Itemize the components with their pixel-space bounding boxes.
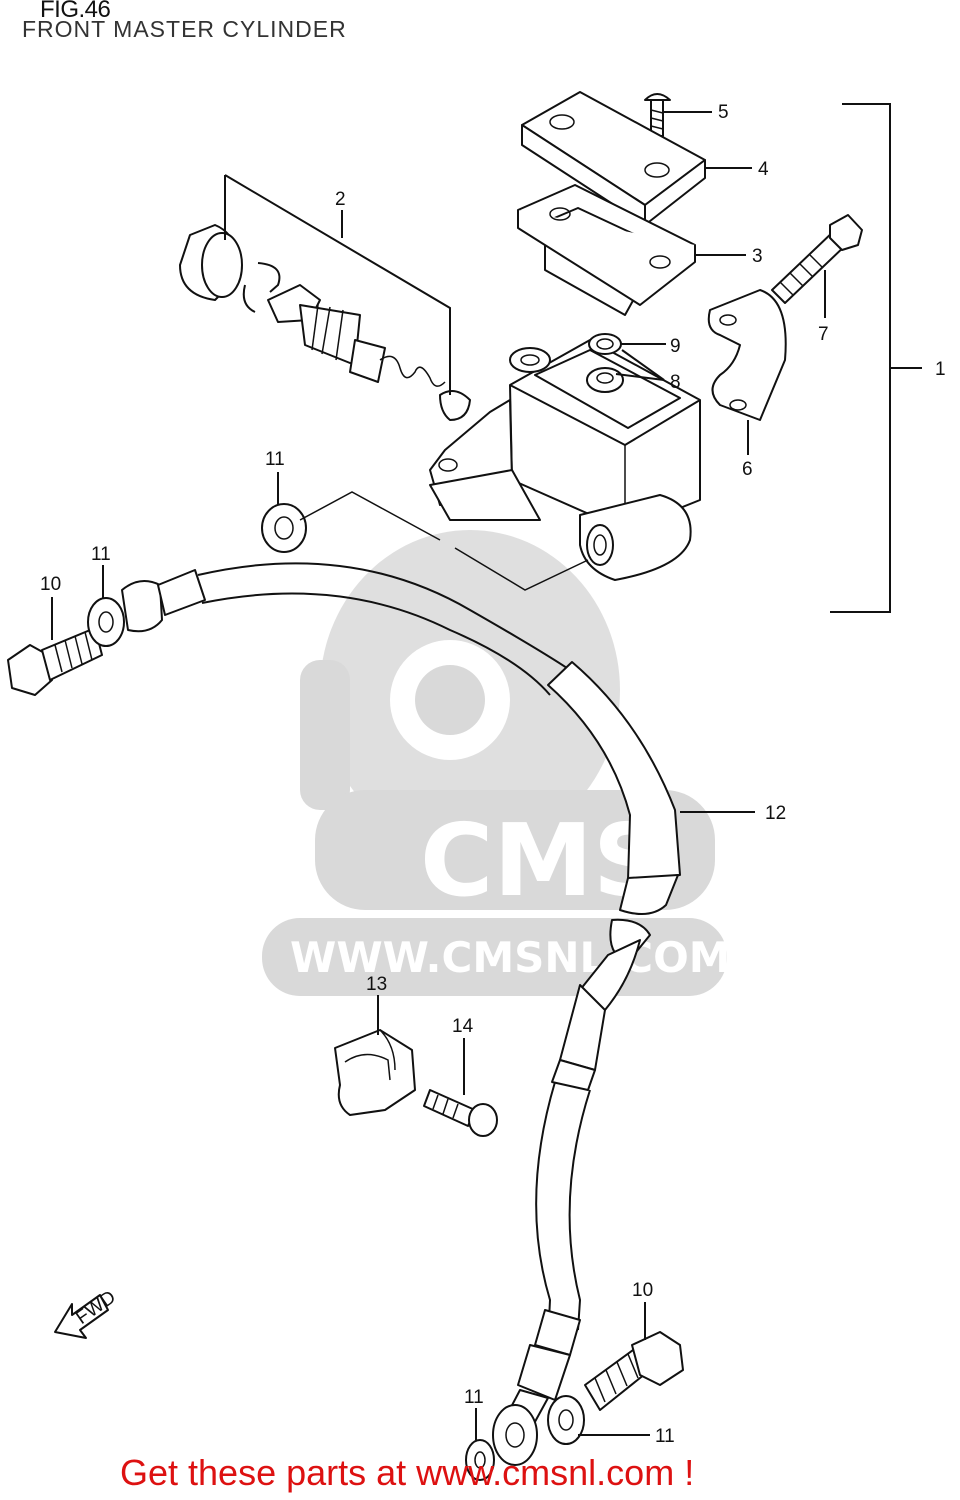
leader-8 bbox=[615, 349, 665, 381]
callout-10-lower: 10 bbox=[632, 1280, 653, 1301]
callout-11-upper: 11 bbox=[265, 449, 285, 470]
callout-1: 1 bbox=[935, 359, 946, 380]
callout-3: 3 bbox=[752, 246, 763, 267]
part-9-o-ring bbox=[588, 333, 622, 355]
part-5-screw bbox=[644, 93, 671, 137]
callout-5: 5 bbox=[718, 102, 729, 123]
callout-6: 6 bbox=[742, 459, 753, 480]
part-3-diaphragm bbox=[517, 184, 696, 316]
leader-2 bbox=[224, 174, 451, 395]
figure-number: FIG.46 bbox=[40, 0, 111, 23]
fwd-label: FWD bbox=[72, 1287, 119, 1329]
parts-link-banner[interactable]: Get these parts at www.cmsnl.com ! bbox=[120, 1452, 695, 1493]
callout-11-left: 11 bbox=[91, 544, 111, 565]
callout-7: 7 bbox=[818, 324, 829, 345]
callout-2: 2 bbox=[335, 189, 346, 210]
callout-11-lower-left: 11 bbox=[464, 1387, 484, 1408]
callout-4: 4 bbox=[758, 159, 769, 180]
callout-9: 9 bbox=[670, 336, 681, 357]
part-14-clamp-screw bbox=[423, 1089, 498, 1137]
assembly-bracket bbox=[830, 103, 891, 613]
part-11-upper-washer bbox=[261, 503, 307, 553]
callout-10-left: 10 bbox=[40, 574, 61, 595]
callout-13: 13 bbox=[366, 974, 387, 995]
part-6-clamp-holder bbox=[707, 289, 787, 421]
part-10-left-banjo-bolt bbox=[7, 627, 103, 696]
fwd-arrow-icon: FWD bbox=[54, 1287, 120, 1339]
watermark-url: WWW.CMSNL.COM bbox=[290, 933, 731, 982]
part-4-reservoir-cap bbox=[521, 91, 706, 226]
part-12-brake-hose bbox=[121, 562, 681, 1466]
part-11-lower-left-washer bbox=[465, 1439, 495, 1481]
callout-12: 12 bbox=[765, 803, 786, 824]
part-11-lower-right-washer bbox=[547, 1395, 585, 1445]
callout-14: 14 bbox=[452, 1016, 474, 1037]
cms-watermark: CMS WWW.CMSNL.COM bbox=[262, 530, 731, 996]
connection-line bbox=[299, 491, 589, 591]
part-11-left-washer bbox=[87, 597, 125, 647]
part-13-hose-clamp bbox=[334, 1029, 416, 1116]
part-10-lower-banjo-bolt bbox=[584, 1331, 684, 1411]
callout-8: 8 bbox=[670, 372, 681, 393]
figure-title: FRONT MASTER CYLINDER bbox=[22, 16, 347, 42]
master-cylinder-body bbox=[429, 339, 701, 581]
part-2-piston-set bbox=[179, 224, 471, 421]
part-7-clamp-bolt bbox=[771, 214, 863, 304]
callout-11-lower-right: 11 bbox=[655, 1426, 675, 1447]
